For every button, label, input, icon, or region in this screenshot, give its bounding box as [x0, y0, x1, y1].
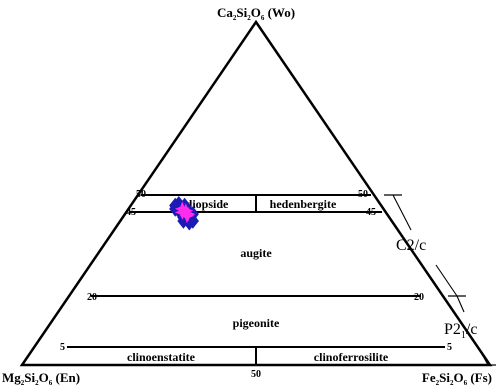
vertex-en-part: Si [24, 370, 35, 385]
vertex-wo-part: 2 [233, 14, 237, 22]
data-points [169, 195, 199, 231]
tick-left-45: 45 [126, 207, 136, 218]
vertex-fs-part: 2 [436, 379, 440, 387]
highlight-point [180, 206, 196, 222]
highlight-point [174, 204, 190, 220]
field-diopside: diopside [186, 197, 229, 211]
vertex-wo-part: O [251, 5, 261, 20]
ternary-outline [19, 19, 493, 367]
tick-base-50: 50 [251, 369, 261, 380]
vertex-fs-part: 2 [450, 379, 454, 387]
group-p21c-main: P2 [444, 321, 461, 338]
vertex-en-part: Mg [2, 370, 21, 385]
bracket-c2c-upper [392, 194, 412, 231]
field-pigeonite: pigeonite [233, 316, 280, 330]
vertex-wo-label: Ca2Si2O6 (Wo) [217, 5, 295, 22]
vertex-fs-part: Fe [422, 370, 436, 385]
vertex-wo-part: 2 [247, 14, 251, 22]
vertex-en-part: 2 [21, 379, 25, 387]
tick-right-5: 5 [447, 342, 452, 353]
vertex-wo-part: (Wo) [264, 5, 295, 20]
highlight-point [178, 203, 194, 219]
tick-right-20: 20 [414, 292, 424, 303]
vertex-en-part: (En) [52, 370, 80, 385]
field-augite: augite [240, 246, 272, 260]
vertex-en-part: 6 [49, 379, 53, 387]
bracket-p21c-upper [456, 295, 465, 313]
vertex-wo-part: 6 [261, 14, 265, 22]
vertex-fs-part: 6 [464, 379, 468, 387]
bracket-p21c-lower [476, 344, 489, 366]
group-p21c-sub: 1 [461, 330, 466, 341]
group-p21c-tail: /c [466, 321, 478, 338]
tick-right-50: 50 [358, 189, 368, 200]
vertex-fs-label: Fe2Si2O6 (Fs) [422, 370, 492, 387]
field-clinoferrosilite: clinoferrosilite [314, 350, 389, 364]
vertex-fs-part: O [453, 370, 463, 385]
tick-left-5: 5 [60, 342, 65, 353]
field-clinoenstatite: clinoenstatite [127, 350, 196, 364]
vertex-en-part: O [39, 370, 49, 385]
vertex-en-part: 2 [35, 379, 39, 387]
group-p21c-label: P21/c [444, 321, 477, 341]
vertex-fs-part: (Fs) [467, 370, 492, 385]
tick-right-45: 45 [366, 207, 376, 218]
bracket-c2c-lower [435, 264, 458, 297]
vertex-fs-part: Si [439, 370, 450, 385]
tick-left-50: 50 [136, 189, 146, 200]
vertex-wo-part: Ca [217, 5, 233, 20]
group-c2c-label: C2/c [396, 237, 426, 254]
tick-left-20: 20 [87, 292, 97, 303]
vertex-en-label: Mg2Si2O6 (En) [2, 370, 80, 387]
field-hedenbergite: hedenbergite [270, 197, 337, 211]
vertex-wo-part: Si [236, 5, 247, 20]
